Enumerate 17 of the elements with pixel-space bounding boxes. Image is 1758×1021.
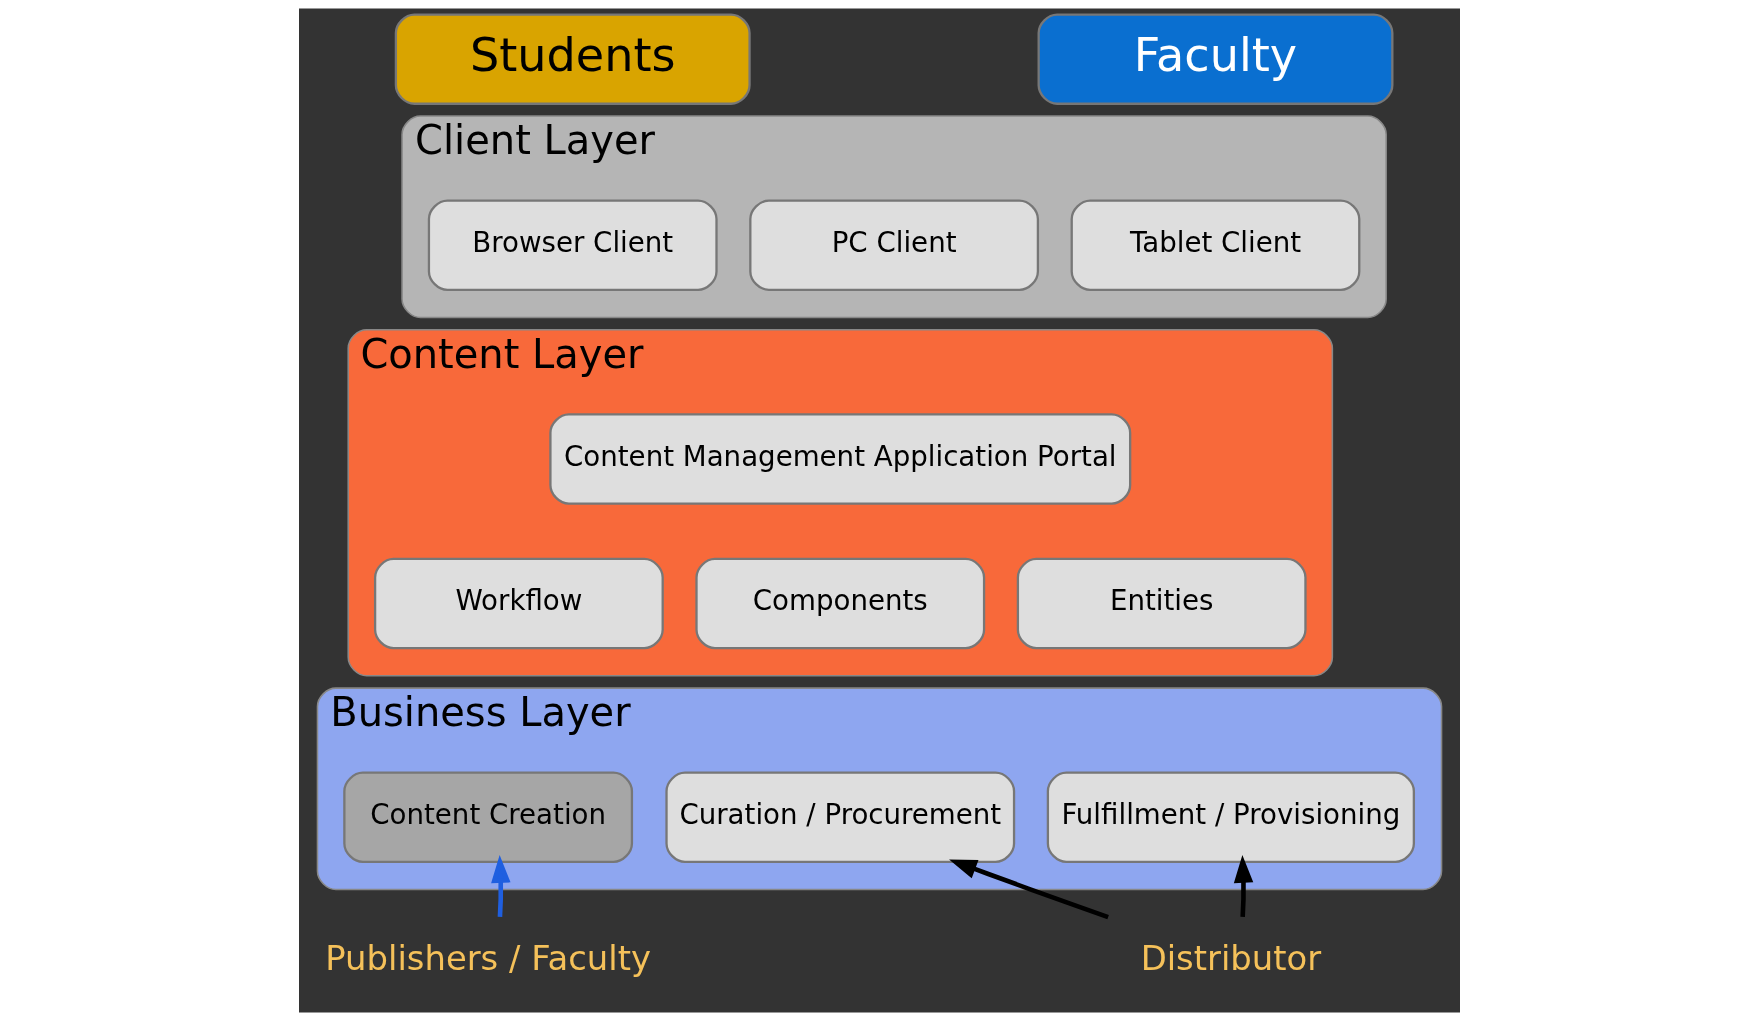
node-box: Content Management Application Portal: [548, 413, 1131, 505]
arrow: [948, 859, 1109, 920]
arrow: [1233, 855, 1253, 917]
node-text: Publishers / Faculty: [324, 939, 651, 979]
node-box: Workflow: [373, 557, 664, 650]
node-box: Content Creation: [342, 771, 633, 864]
node-box: Faculty: [1037, 13, 1393, 105]
node-box: PC Client: [748, 199, 1039, 291]
node-box: Curation / Procurement: [664, 771, 1015, 864]
node-box: Fulfillment / Provisioning: [1046, 771, 1415, 864]
node-box: Components: [694, 557, 985, 650]
node-box: Entities: [1016, 557, 1307, 650]
node-box: Tablet Client: [1070, 199, 1360, 291]
node-text: Distributor: [1140, 939, 1321, 979]
node-box: Browser Client: [427, 199, 718, 291]
arrow: [490, 855, 511, 917]
node-box: Students: [394, 13, 751, 105]
